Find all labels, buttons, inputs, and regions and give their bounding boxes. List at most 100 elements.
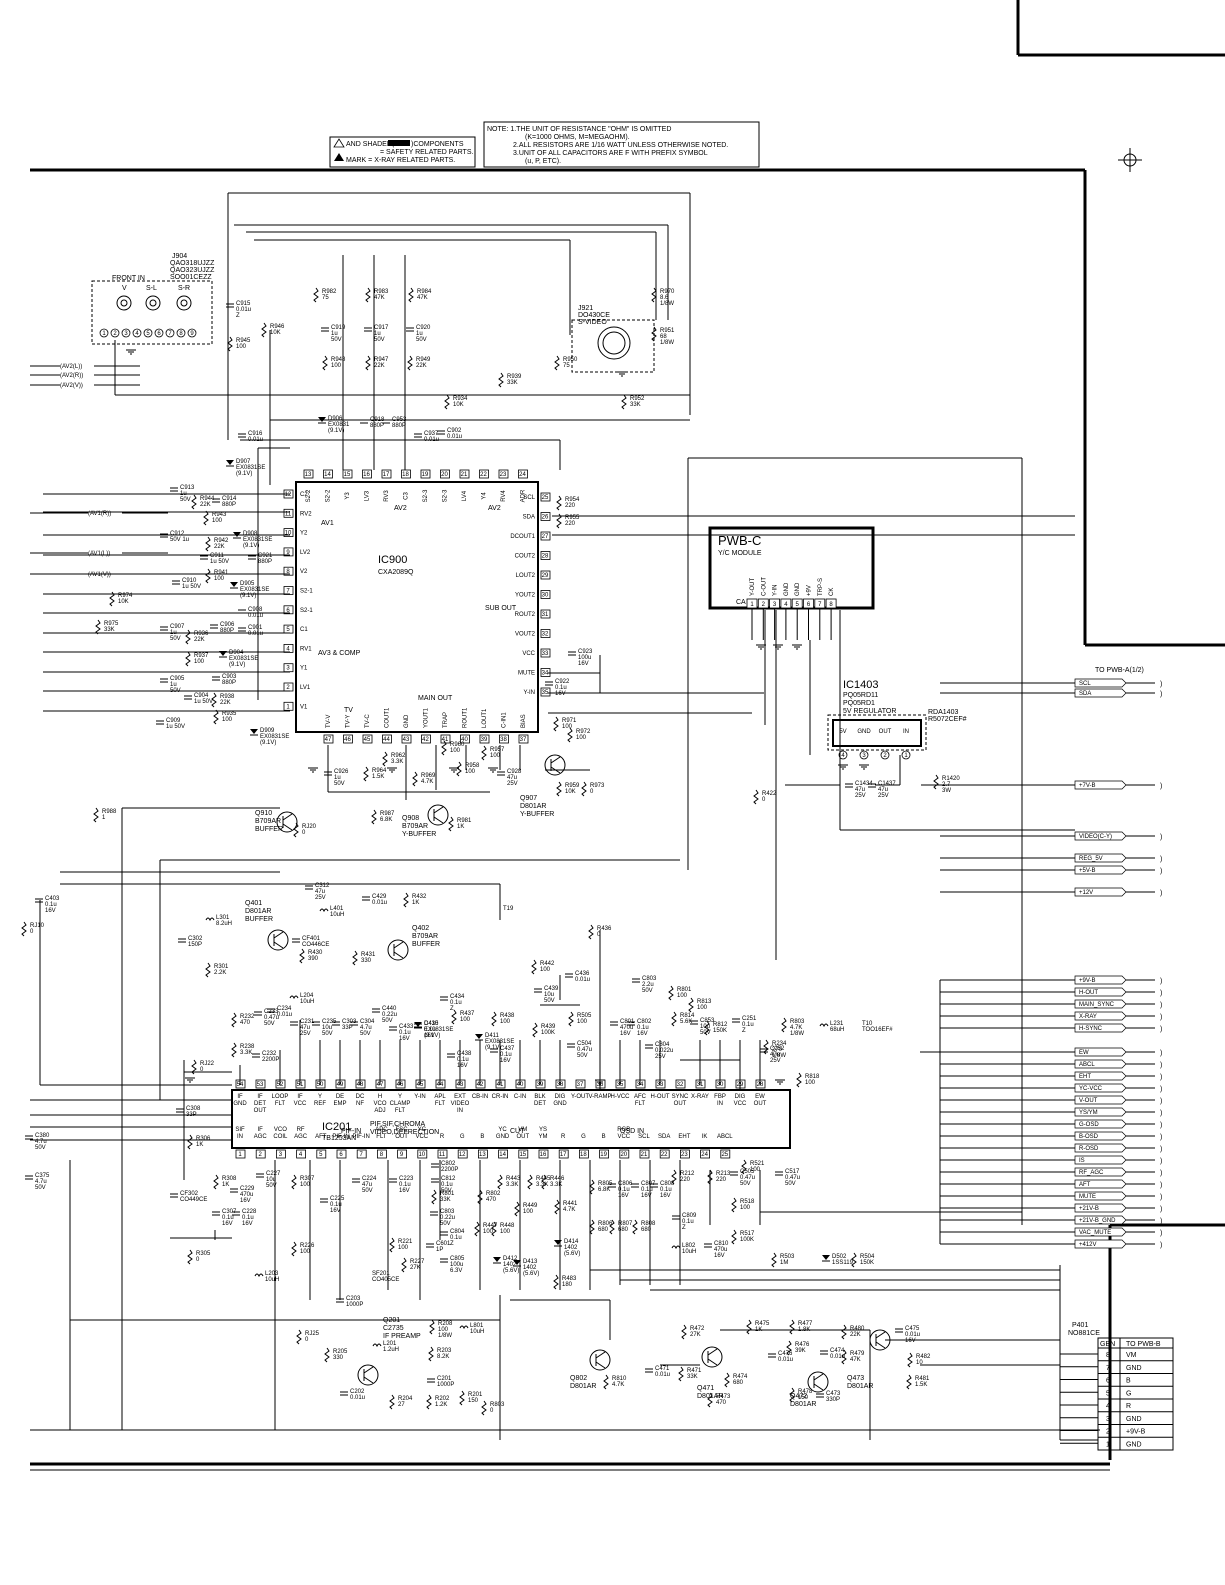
bracket-icon: )	[1160, 1194, 1162, 1201]
component-ref: C914	[222, 496, 237, 502]
ic201-pin-label: PIF-IN	[353, 1134, 370, 1140]
ic201-pin	[659, 1149, 670, 1159]
signal-label: RF_AGC	[1079, 1170, 1104, 1176]
ic900-pin	[283, 701, 294, 711]
note-1b: (K=1000 OHMS, M=MEGAOHM).	[525, 134, 630, 141]
signal-label: X-RAY	[1079, 1014, 1097, 1020]
ic900-pin	[283, 566, 294, 576]
transistor-desc: Y-BUFFER	[520, 811, 554, 818]
component-rating: 25V	[770, 1058, 781, 1064]
resistor-icon	[491, 1221, 497, 1237]
component-ref: R227	[410, 1259, 425, 1265]
component-ref: C471	[655, 1366, 670, 1372]
transistor-ref: Q472	[790, 1393, 807, 1400]
component-rating: 25V	[655, 1054, 666, 1060]
signal-tag	[1074, 1143, 1127, 1153]
component-ref: R445	[536, 1176, 551, 1182]
component-value: 3.3K	[240, 1050, 252, 1056]
j904-pin-number: 6	[157, 331, 161, 337]
component-rating: Z	[742, 1028, 746, 1034]
j904-pin	[99, 328, 109, 338]
component-rating: 25V	[878, 793, 889, 799]
component-ref: R937	[194, 653, 209, 659]
component-ref: R479	[850, 1351, 865, 1357]
ic900-pin-number: 31	[542, 612, 549, 618]
ic900-pin	[540, 609, 551, 619]
ic900-pin-label: COUT2	[515, 554, 536, 560]
ic900-pin	[540, 629, 551, 638]
transistor-part: B709AR	[402, 823, 428, 830]
component-value: 1.2K	[435, 1402, 447, 1408]
transistor-ref: Q910	[255, 810, 272, 817]
jack-sl-label: S-L	[146, 285, 157, 292]
component-value: 0	[590, 789, 594, 795]
component-value: 2.2u	[642, 982, 654, 988]
component-value: 100	[677, 993, 688, 999]
component-ref: R964	[372, 768, 387, 774]
ic201-pin-label: Y	[318, 1094, 322, 1100]
signal-label: +12V	[1079, 890, 1093, 896]
ic201-pin-label: CB-IN	[472, 1094, 488, 1100]
component-ref: R504	[860, 1254, 875, 1260]
ic201-pin-label: VCO	[373, 1101, 386, 1107]
component-ref: R475	[755, 1321, 770, 1327]
component-value: 33P	[186, 1112, 197, 1118]
ic201-pin	[235, 1149, 246, 1159]
component-value: 1402	[503, 1262, 517, 1268]
ic201-pin-label: GND	[553, 1101, 567, 1107]
resistor-icon	[205, 568, 211, 584]
component-value: 0.47u	[740, 1175, 755, 1181]
pwbc-pin-number: 8	[829, 602, 833, 608]
component-ref: C802	[441, 1161, 456, 1167]
j904-pin	[176, 328, 186, 338]
signal-tag	[1074, 999, 1127, 1009]
component-ref: R947	[374, 357, 389, 363]
transistor-collector	[595, 1351, 606, 1359]
component-ref: R802	[486, 1191, 501, 1197]
transistor-symbol	[807, 1371, 829, 1393]
resistor-icon	[481, 745, 487, 761]
warning-triangle-icon	[333, 138, 345, 148]
component-ref: C808	[660, 1181, 675, 1187]
ic201-pin-label: RGB	[617, 1127, 630, 1133]
component-value: 47u	[855, 787, 865, 793]
resistor-icon	[556, 513, 562, 529]
component-ref: R226	[300, 1243, 315, 1249]
j904-part1: QAO318UJZZ	[170, 260, 215, 267]
resistor-icon	[556, 781, 562, 797]
component-value: 2200P	[441, 1167, 458, 1173]
component-rating: (5.6V)	[564, 1251, 580, 1257]
component-value: 880P	[220, 628, 234, 634]
ic900-pin-label: S2-3	[443, 489, 449, 502]
transistor-symbol	[427, 804, 449, 826]
wires	[30, 192, 1100, 1441]
ic900-pin	[323, 734, 334, 744]
ic1403-pin-label: OUT	[879, 729, 892, 735]
component-value: 100	[500, 1019, 511, 1025]
bracket-icon: )	[1160, 834, 1162, 841]
component-value: 0.1u	[641, 1187, 653, 1193]
